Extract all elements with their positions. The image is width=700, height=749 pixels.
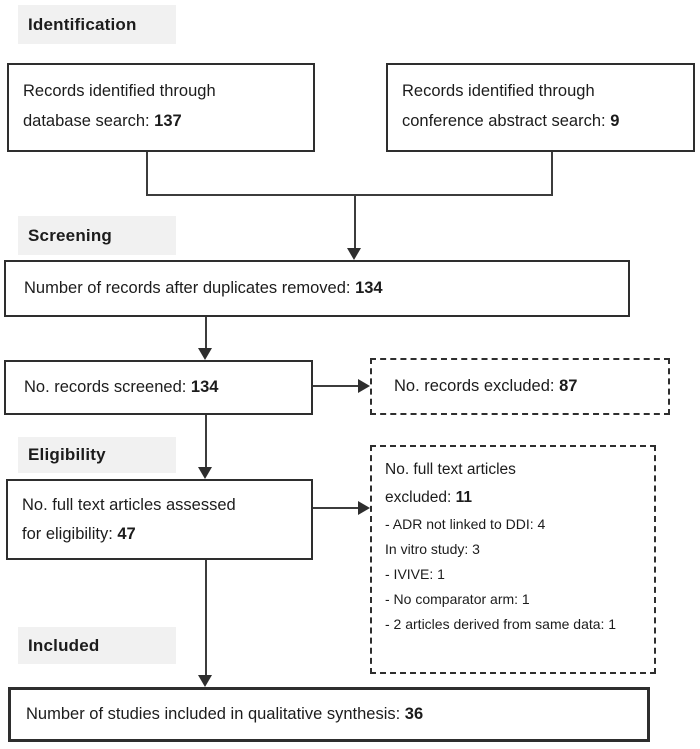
exclusion-reason: - ADR not linked to DDI: 4 <box>385 516 546 532</box>
box-count: 134 <box>355 279 383 297</box>
box-text: No. records excluded: <box>394 377 560 395</box>
flow-box-studies-included: Number of studies included in qualitativ… <box>8 687 650 742</box>
box-text-line: conference abstract search: 9 <box>402 106 687 136</box>
box-text-line: database search: 137 <box>23 106 305 136</box>
flow-box-fulltext-excluded: No. full text articles excluded: 11 - AD… <box>370 445 656 674</box>
connector-duplicates-to-screened <box>205 317 207 350</box>
box-count: 36 <box>404 705 424 723</box>
box-text: Number of studies included in qualitativ… <box>26 705 405 723</box>
box-text: No. full text articles <box>385 461 516 478</box>
flow-box-conference-search: Records identified through conference ab… <box>386 63 695 152</box>
box-text-line: for eligibility: 47 <box>22 520 303 549</box>
exclusion-reason: - No comparator arm: 1 <box>385 591 530 607</box>
connector-database-down <box>146 152 148 196</box>
box-text-line: Records identified through <box>23 76 305 106</box>
stage-label-text: Eligibility <box>28 445 106 464</box>
exclusion-reason: - 2 articles derived from same data: 1 <box>385 616 617 632</box>
box-count: 87 <box>559 377 578 395</box>
stage-label-text: Identification <box>28 14 137 34</box>
flow-box-records-excluded: No. records excluded: 87 <box>370 358 670 415</box>
box-text-line: Number of studies included in qualitativ… <box>26 705 423 724</box>
box-count: 9 <box>610 112 620 130</box>
box-text-line: No. records excluded: 87 <box>394 377 577 396</box>
box-text-line: No. records screened: 134 <box>24 378 218 397</box>
flow-box-records-screened: No. records screened: 134 <box>4 360 313 415</box>
box-text: conference abstract search: <box>402 112 611 130</box>
flow-box-fulltext-assessed: No. full text articles assessed for elig… <box>6 479 313 560</box>
box-text-line: excluded: 11 <box>385 484 636 512</box>
box-text: excluded: <box>385 489 456 506</box>
box-text-line: No. full text articles assessed <box>22 491 303 520</box>
connector-conference-down <box>551 152 553 196</box>
exclusion-reason: - IVIVE: 1 <box>385 566 445 582</box>
box-count: 11 <box>455 489 473 506</box>
connector-merge-horizontal <box>146 194 553 196</box>
box-count: 134 <box>190 378 219 396</box>
connector-fulltext-to-included <box>205 560 207 676</box>
arrowhead-to-duplicates-icon <box>347 248 361 260</box>
stage-label-eligibility: Eligibility <box>18 437 176 473</box>
stage-label-screening: Screening <box>18 216 176 255</box>
flow-box-duplicates-removed: Number of records after duplicates remov… <box>4 260 630 317</box>
box-count: 137 <box>154 112 182 130</box>
box-text: for eligibility: <box>22 525 118 543</box>
stage-label-identification: Identification <box>18 5 176 44</box>
flow-box-database-search: Records identified through database sear… <box>7 63 315 152</box>
stage-label-text: Screening <box>28 225 112 245</box>
stage-label-text: Included <box>28 635 100 655</box>
box-text: database search: <box>23 112 155 130</box>
box-text-line: Number of records after duplicates remov… <box>24 279 383 298</box>
box-text: Number of records after duplicates remov… <box>24 279 356 297</box>
box-text-line: Records identified through <box>402 76 687 106</box>
arrowhead-to-fulltext-icon <box>198 467 212 479</box>
box-text-line: No. full text articles <box>385 456 636 484</box>
connector-merge-down <box>354 194 356 250</box>
exclusion-reason: In vitro study: 3 <box>385 541 480 557</box>
box-text: Records identified through <box>23 82 216 100</box>
arrowhead-to-records-excluded-icon <box>358 379 370 393</box>
connector-screened-to-fulltext <box>205 415 207 469</box>
box-count: 47 <box>117 525 136 543</box>
stage-label-included: Included <box>18 627 176 664</box>
arrowhead-to-fulltext-excluded-icon <box>358 501 370 515</box>
box-text: No. records screened: <box>24 378 191 396</box>
arrowhead-to-screened-icon <box>198 348 212 360</box>
arrowhead-to-included-icon <box>198 675 212 687</box>
connector-fulltext-to-excluded <box>313 507 358 509</box>
box-text: Records identified through <box>402 82 595 100</box>
connector-screened-to-excluded <box>313 385 358 387</box>
box-text: No. full text articles assessed <box>22 496 236 514</box>
